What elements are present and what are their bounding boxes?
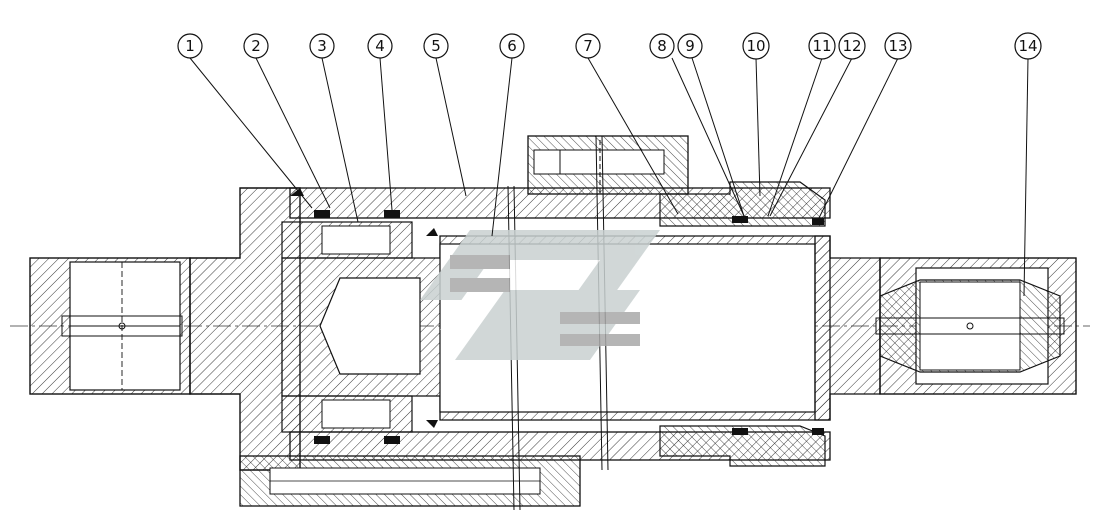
svg-text:12: 12 [842, 37, 861, 55]
callout-3: 3 [309, 33, 335, 59]
callout-14: 14 [1014, 32, 1042, 60]
rod-end [814, 235, 881, 421]
callout-2: 2 [243, 33, 269, 59]
callout-4: 4 [367, 33, 393, 59]
callout-9: 9 [677, 33, 703, 59]
svg-text:11: 11 [812, 37, 831, 55]
svg-text:2: 2 [251, 37, 261, 55]
svg-text:1: 1 [185, 37, 195, 55]
piston [281, 221, 413, 433]
svg-text:8: 8 [657, 37, 667, 55]
svg-text:6: 6 [507, 37, 517, 55]
callout-10: 10 [742, 32, 770, 60]
svg-text:3: 3 [317, 37, 327, 55]
watermark-logo [420, 230, 660, 360]
callout-1: 1 [177, 33, 203, 59]
leader-lines [189, 57, 1029, 297]
svg-text:5: 5 [431, 37, 441, 55]
guide-sleeve [659, 181, 826, 467]
svg-text:14: 14 [1018, 37, 1037, 55]
svg-text:4: 4 [375, 37, 385, 55]
top-mounting-block [527, 135, 689, 195]
callout-11: 11 [808, 32, 836, 60]
svg-text:9: 9 [685, 37, 695, 55]
left-clevis [29, 257, 191, 395]
right-bearing-eye [875, 257, 1077, 395]
callout-13: 13 [884, 32, 912, 60]
svg-text:13: 13 [888, 37, 907, 55]
svg-text:10: 10 [746, 37, 765, 55]
callout-12: 12 [838, 32, 866, 60]
callout-6: 6 [499, 33, 525, 59]
callout-5: 5 [423, 33, 449, 59]
svg-text:7: 7 [583, 37, 593, 55]
callout-7: 7 [575, 33, 601, 59]
bottom-tie-rod [239, 455, 581, 507]
callout-8: 8 [649, 33, 675, 59]
